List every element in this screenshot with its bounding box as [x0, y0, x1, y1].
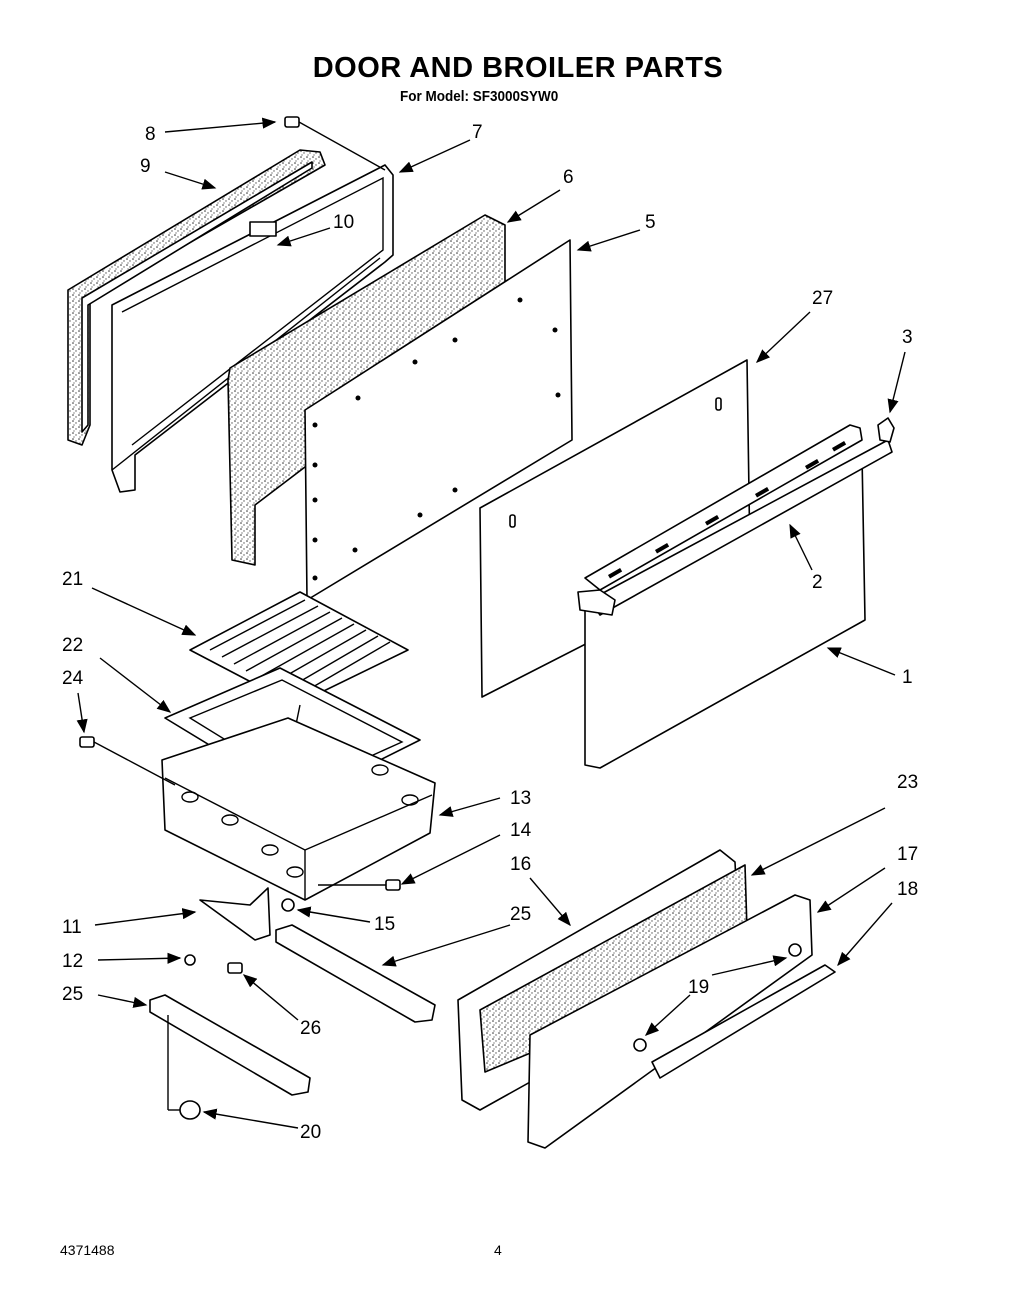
- callout-23: 23: [897, 772, 918, 793]
- callout-17: 17: [897, 844, 918, 865]
- callout-12: 12: [62, 951, 83, 972]
- callout-22: 22: [62, 635, 83, 656]
- callout-2: 2: [812, 572, 823, 593]
- callout-5: 5: [645, 212, 656, 233]
- callout-20: 20: [300, 1122, 321, 1143]
- model-subtitle: For Model: SF3000SYW0: [400, 88, 559, 105]
- part-17-broiler-door-outer: [527, 894, 813, 1149]
- callout-10: 10: [333, 212, 354, 233]
- part-14-screw: [318, 879, 401, 891]
- part-13-broiler-drawer: [161, 717, 436, 901]
- callout-25-lower: 25: [62, 984, 83, 1005]
- part-5-inner-door-panel: [304, 239, 573, 601]
- callout-11: 11: [62, 917, 82, 938]
- callout-labels: 8 7 9 6 10 5 27 3 2 1 21 22 24 13 14 16 …: [62, 122, 918, 1143]
- callout-27: 27: [812, 288, 833, 309]
- callout-8: 8: [145, 124, 156, 145]
- callout-25-upper: 25: [510, 904, 531, 925]
- callout-26: 26: [300, 1018, 321, 1039]
- callout-16: 16: [510, 854, 531, 875]
- callout-7: 7: [472, 122, 483, 143]
- part-9-door-gasket: [67, 149, 326, 446]
- part-25-slide-rail-upper: [275, 924, 436, 1023]
- leader-lines: [76, 117, 906, 1129]
- page-number: 4: [494, 1242, 502, 1258]
- callout-15: 15: [374, 914, 395, 935]
- callout-14: 14: [510, 820, 532, 841]
- part-18-broiler-door-handle: [651, 964, 836, 1079]
- callout-6: 6: [563, 167, 574, 188]
- callout-21: 21: [62, 569, 83, 590]
- callout-13: 13: [510, 788, 531, 809]
- callout-19: 19: [688, 977, 709, 998]
- part-8-screw: [284, 116, 386, 171]
- part-25-slide-rail-lower: [149, 994, 311, 1111]
- part-26-screw: [227, 962, 243, 974]
- diagram-title: DOOR AND BROILER PARTS: [312, 52, 724, 84]
- document-number: 4371488: [60, 1242, 115, 1258]
- part-15-clip: [281, 898, 295, 912]
- part-2-door-handle-trim: [577, 424, 893, 616]
- part-12-nut: [184, 954, 196, 966]
- callout-24: 24: [62, 668, 84, 689]
- part-3-hinge-bracket: [877, 417, 895, 443]
- part-20-bumper: [179, 1100, 201, 1120]
- part-24-screw: [79, 736, 176, 786]
- callout-3: 3: [902, 327, 913, 348]
- callout-9: 9: [140, 156, 151, 177]
- callout-18: 18: [897, 879, 918, 900]
- part-11-bracket: [199, 887, 271, 941]
- callout-1: 1: [902, 667, 913, 688]
- part-19-spacers: [633, 943, 802, 1052]
